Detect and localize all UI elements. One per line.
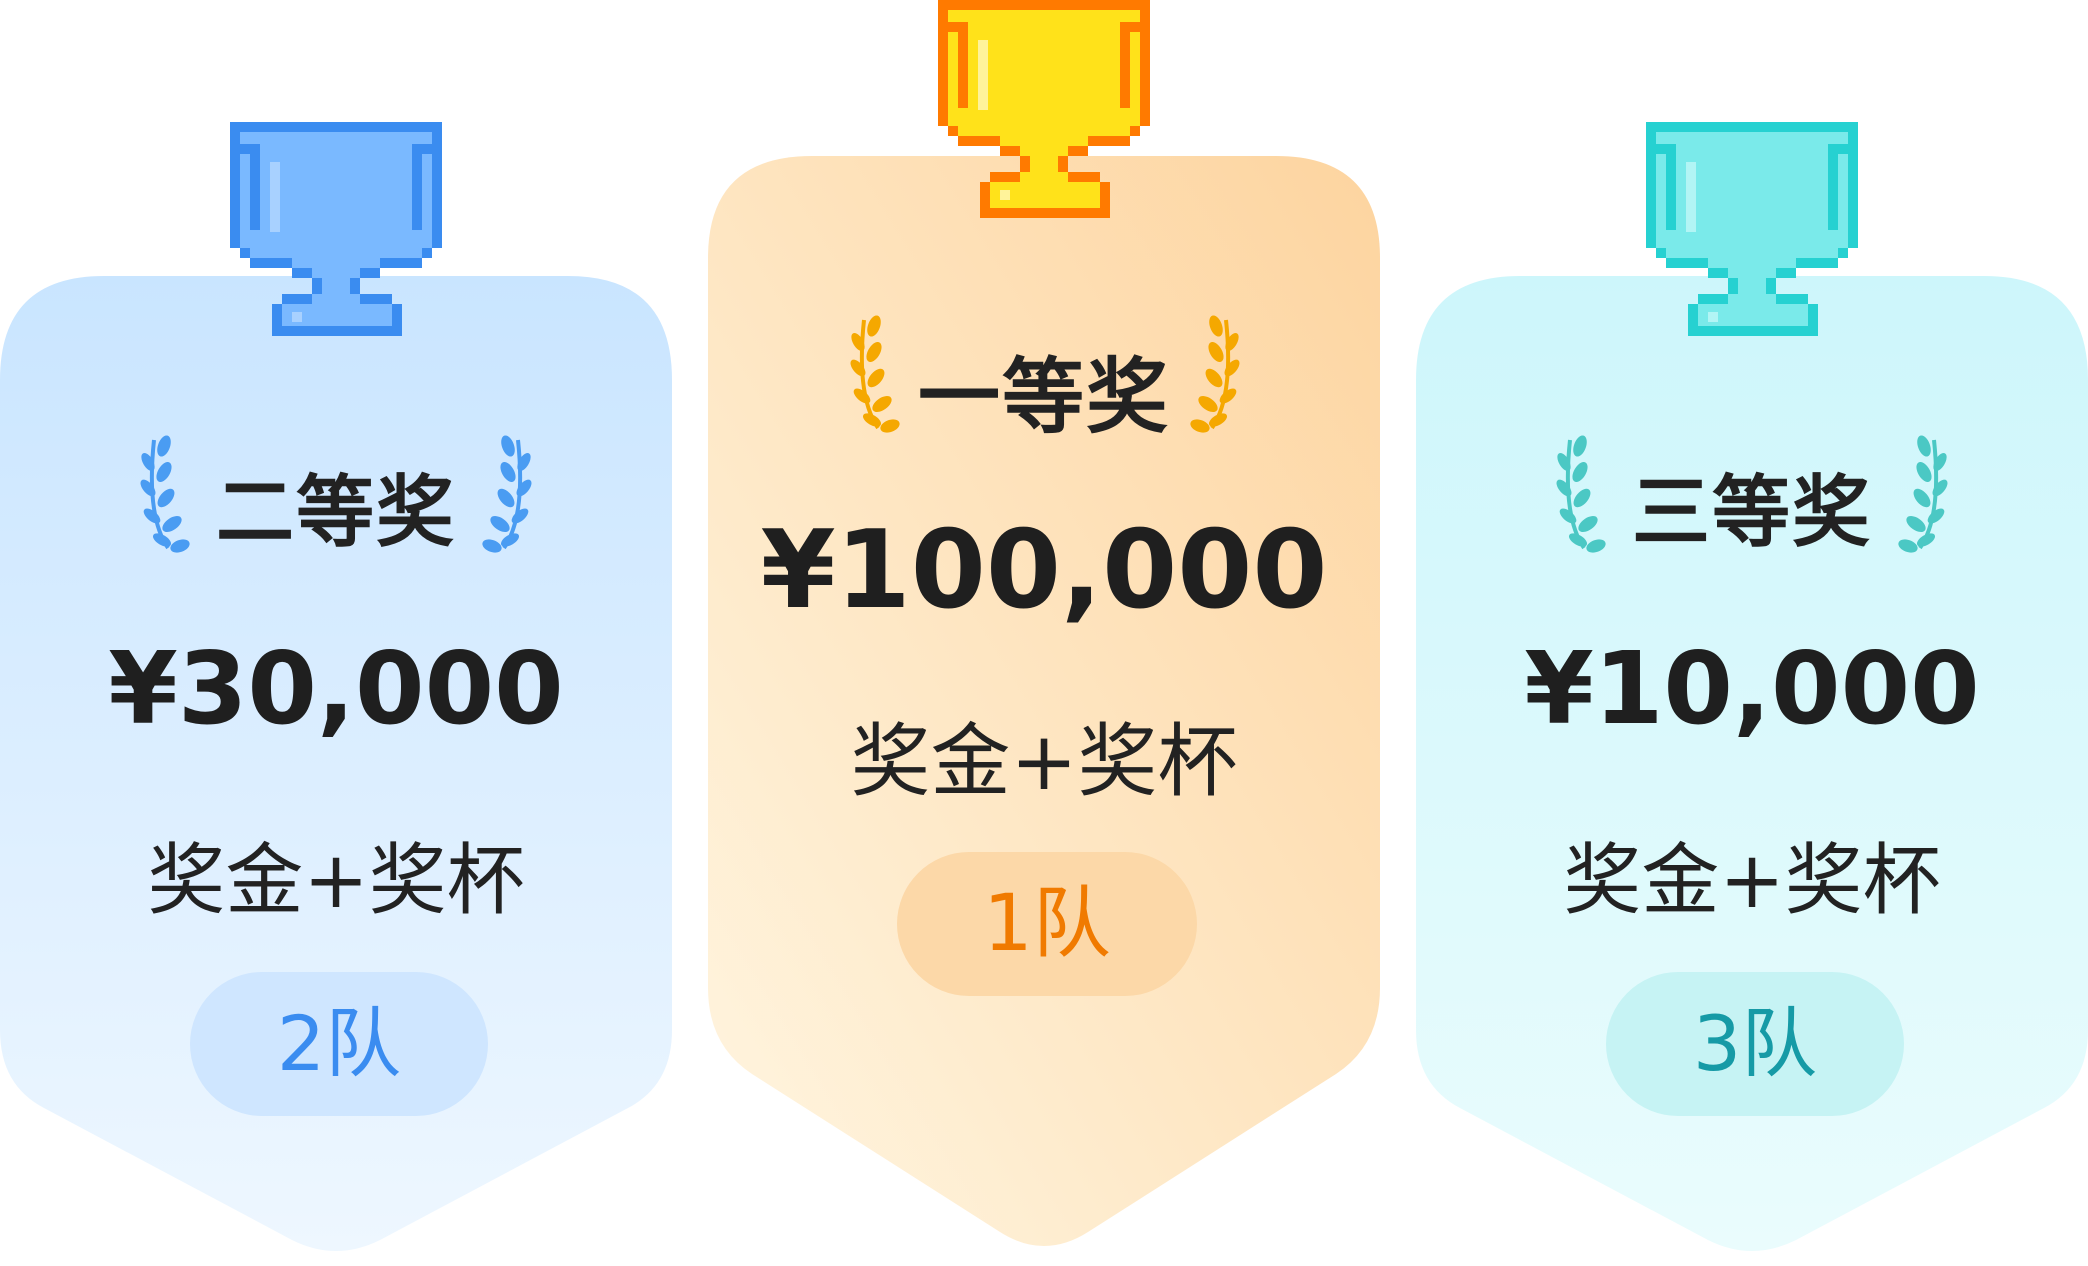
reward-description: 奖金+奖杯: [850, 715, 1238, 808]
trophy-icon: [230, 122, 442, 336]
team-count-badge: 2队: [190, 972, 488, 1116]
laurel-right-icon: [482, 435, 532, 553]
laurel-right-icon: [1190, 315, 1240, 433]
rank-title: 一等奖: [917, 350, 1170, 445]
prize-amount: ¥10,000: [1524, 630, 1980, 747]
laurel-left-icon: [850, 315, 900, 433]
trophy-icon: [938, 0, 1150, 218]
prize-amount: ¥100,000: [760, 508, 1328, 633]
laurel-left-icon: [1556, 435, 1606, 553]
team-count-badge: 1队: [897, 852, 1197, 996]
laurel-right-icon: [1898, 435, 1948, 553]
trophy-icon: [1646, 122, 1858, 336]
team-count-badge: 3队: [1606, 972, 1904, 1116]
prize-amount: ¥30,000: [108, 630, 564, 747]
reward-description: 奖金+奖杯: [147, 836, 525, 926]
laurel-left-icon: [140, 435, 190, 553]
rank-title: 三等奖: [1631, 468, 1872, 558]
rank-title: 二等奖: [215, 468, 456, 558]
prize-card-second: 二等奖 ¥30,000 奖金+奖杯 2队: [0, 0, 680, 1266]
reward-description: 奖金+奖杯: [1563, 836, 1941, 926]
